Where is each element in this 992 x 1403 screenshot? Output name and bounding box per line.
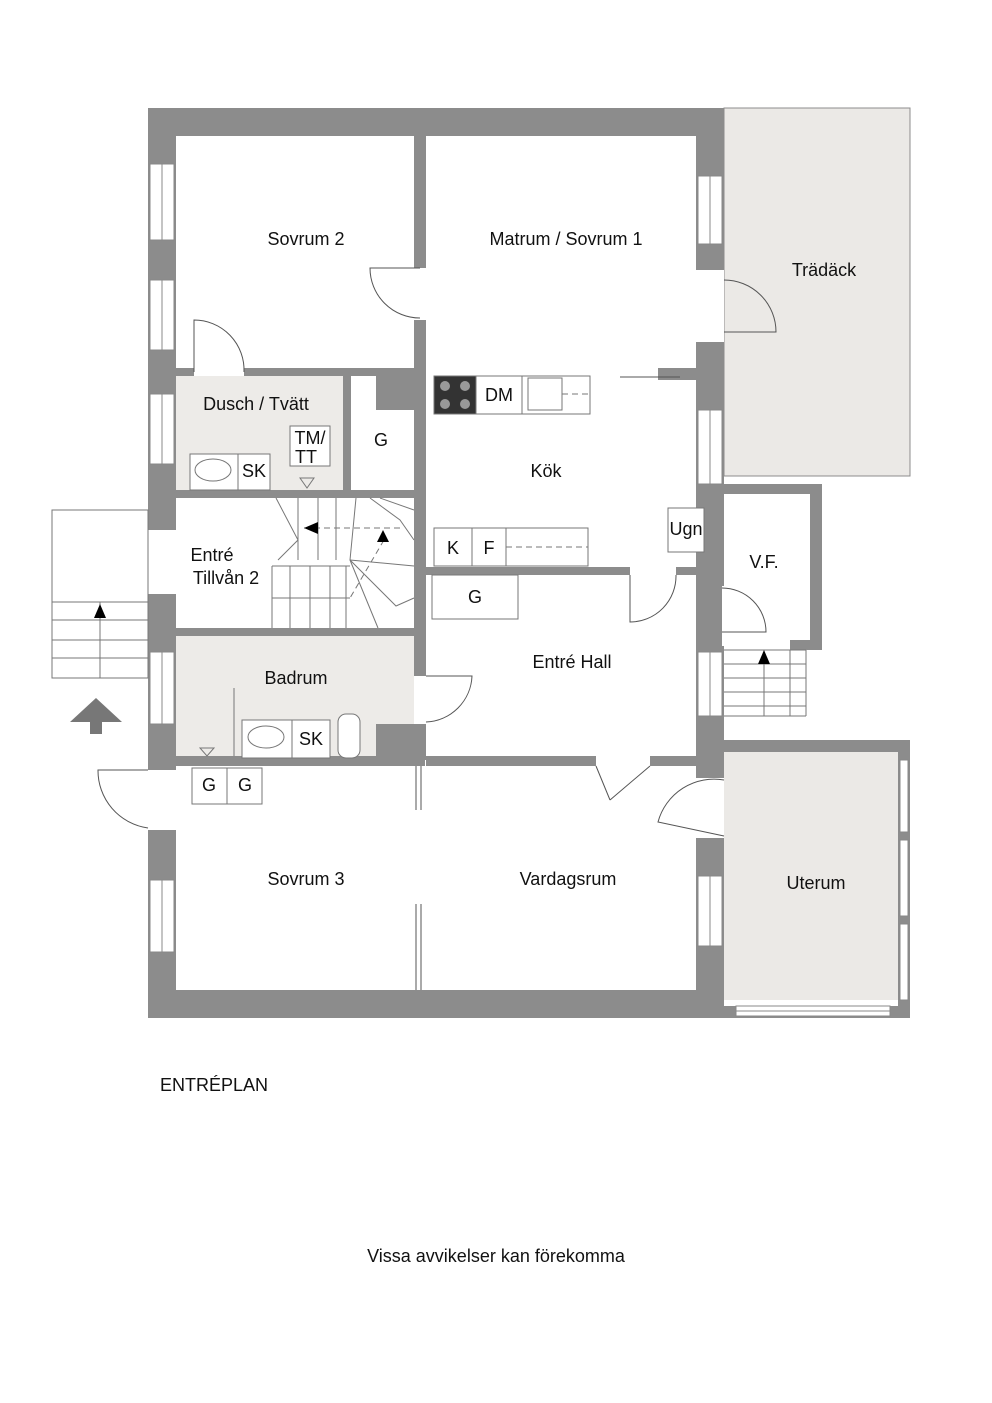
room-label-dusch: Dusch / Tvätt <box>203 394 309 414</box>
room-labels: Sovrum 2 Matrum / Sovrum 1 Trädäck Dusch… <box>190 229 857 893</box>
fixture-label-sk-badrum: SK <box>299 729 323 749</box>
stairs <box>51 497 807 717</box>
room-label-matrum: Matrum / Sovrum 1 <box>489 229 642 249</box>
entrance-arrow-icon <box>70 698 122 734</box>
room-label-vardagsrum: Vardagsrum <box>520 869 617 889</box>
stove-burners <box>440 381 470 409</box>
fixture-label-dm: DM <box>485 385 513 405</box>
room-label-vf: V.F. <box>749 552 778 572</box>
room-label-tillvan: Tillvån 2 <box>193 568 259 588</box>
fixture-label-g-closet: G <box>374 430 388 450</box>
room-label-tradack: Trädäck <box>792 260 857 280</box>
room-label-sovrum2: Sovrum 2 <box>267 229 344 249</box>
fixture-label-f: F <box>484 538 495 558</box>
floor-name: ENTRÉPLAN <box>160 1075 269 1095</box>
fixture-label-tt: TT <box>295 447 317 467</box>
fixture-label-sk-dusch: SK <box>242 461 266 481</box>
fixture-label-g-2: G <box>238 775 252 795</box>
room-label-entre: Entré <box>190 545 233 565</box>
doors <box>81 267 777 990</box>
shower-drains <box>198 477 315 757</box>
room-label-uterum: Uterum <box>786 873 845 893</box>
floor-fills <box>175 107 911 1000</box>
fixture-label-k: K <box>447 538 459 558</box>
fixture-label-g-hall: G <box>468 587 482 607</box>
room-label-sovrum3: Sovrum 3 <box>267 869 344 889</box>
kitchen-fixtures <box>431 375 705 620</box>
room-label-entre-hall: Entré Hall <box>532 652 611 672</box>
uterum-floor <box>724 752 898 1000</box>
fixture-label-ugn: Ugn <box>669 519 702 539</box>
fixture-label-tm: TM/ <box>295 428 326 448</box>
stair-arrows <box>94 522 770 664</box>
windows <box>149 163 909 1017</box>
fixture-label-g-1: G <box>202 775 216 795</box>
disclaimer: Vissa avvikelser kan förekomma <box>367 1246 625 1266</box>
bathroom-fixtures <box>189 425 361 805</box>
tradack-deck <box>723 107 911 477</box>
fixture-labels: DM TM/ TT SK G K F Ugn G SK G G <box>202 385 703 795</box>
room-label-kok: Kök <box>530 461 562 481</box>
room-label-badrum: Badrum <box>264 668 327 688</box>
